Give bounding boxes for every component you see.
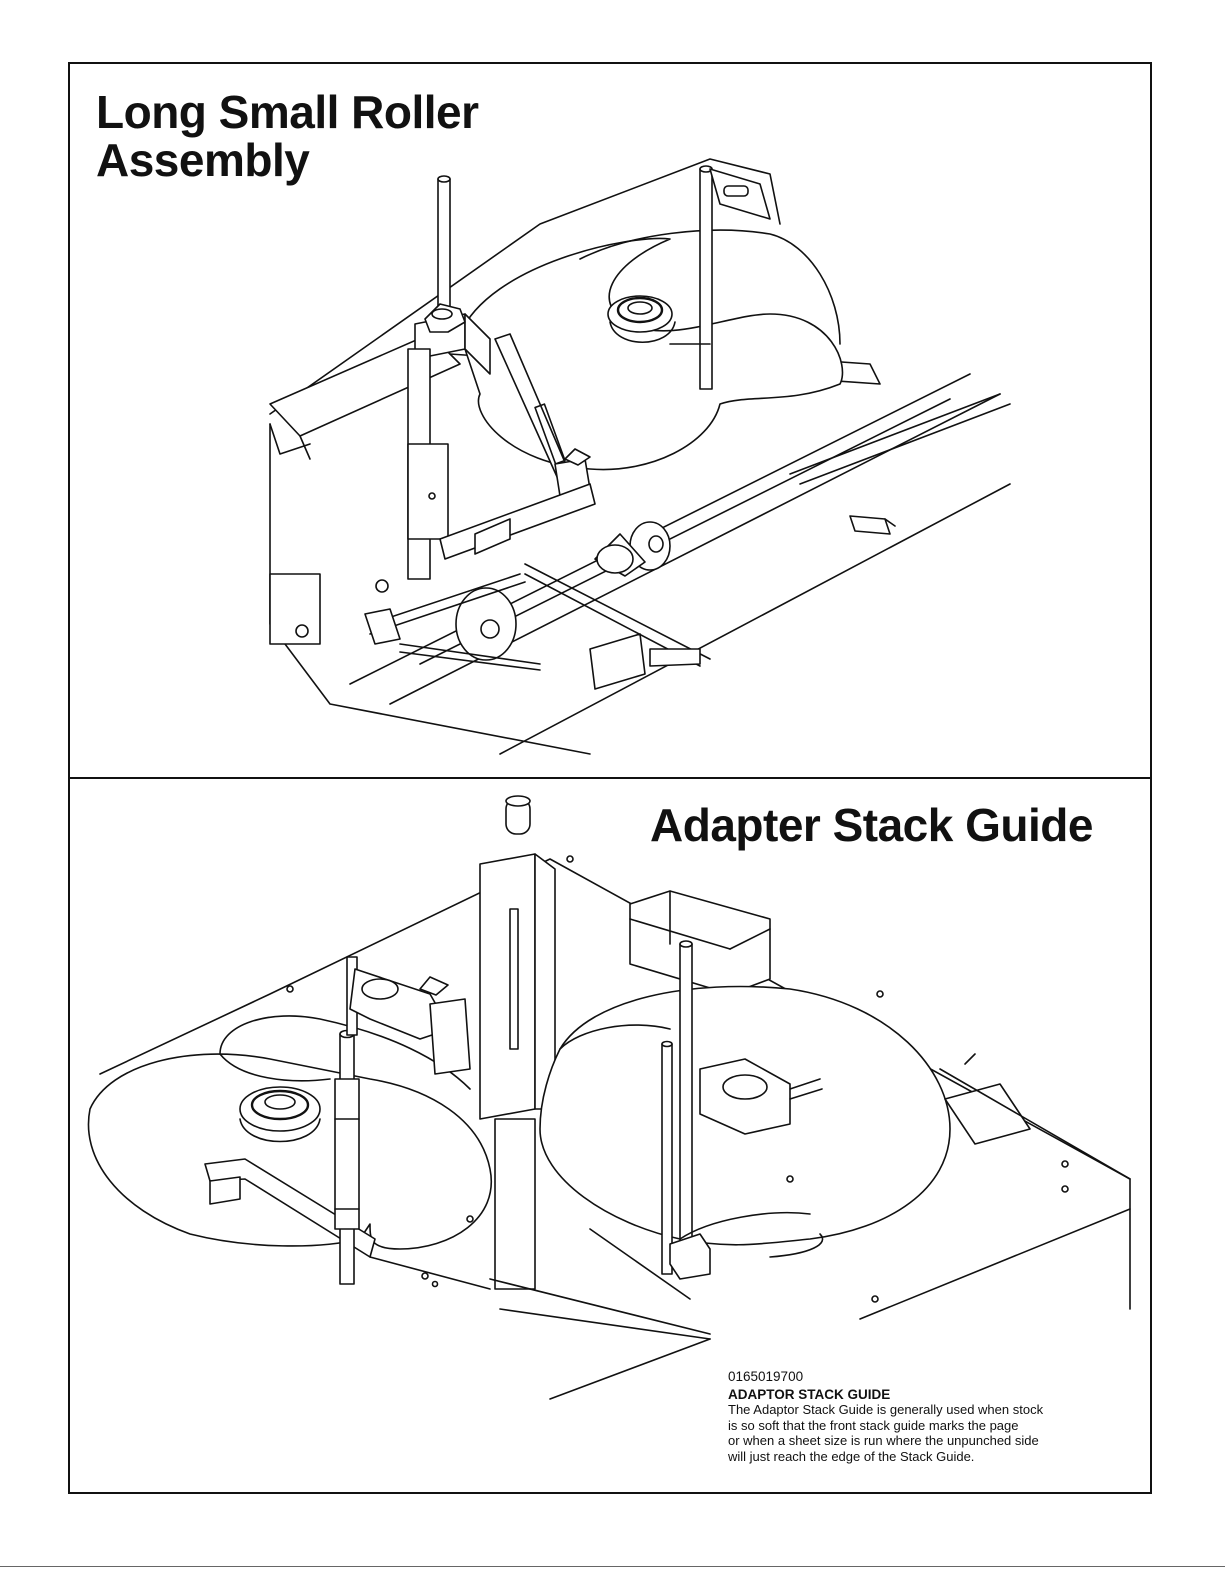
panel-adapter-stack-guide: Adapter Stack Guide 0165019700 ADAPTOR S…: [70, 779, 1150, 1492]
title-line-2: Assembly: [96, 134, 309, 186]
caption-line: or when a sheet size is run where the un…: [728, 1433, 1138, 1449]
caption-body: The Adaptor Stack Guide is generally use…: [728, 1402, 1138, 1464]
page-bottom-rule: [0, 1566, 1225, 1567]
page-title-long-small-roller: Long Small Roller Assembly: [96, 88, 556, 184]
caption-block: 0165019700 ADAPTOR STACK GUIDE The Adapt…: [728, 1369, 1138, 1464]
caption-heading: ADAPTOR STACK GUIDE: [728, 1387, 1138, 1403]
caption-line: is so soft that the front stack guide ma…: [728, 1418, 1138, 1434]
title-line-1: Long Small Roller: [96, 86, 479, 138]
caption-line: The Adaptor Stack Guide is generally use…: [728, 1402, 1138, 1418]
part-number: 0165019700: [728, 1369, 1138, 1385]
page-title-adapter-stack-guide: Adapter Stack Guide: [650, 801, 1130, 849]
panel-long-small-roller: Long Small Roller Assembly: [70, 64, 1150, 777]
caption-line: will just reach the edge of the Stack Gu…: [728, 1449, 1138, 1465]
